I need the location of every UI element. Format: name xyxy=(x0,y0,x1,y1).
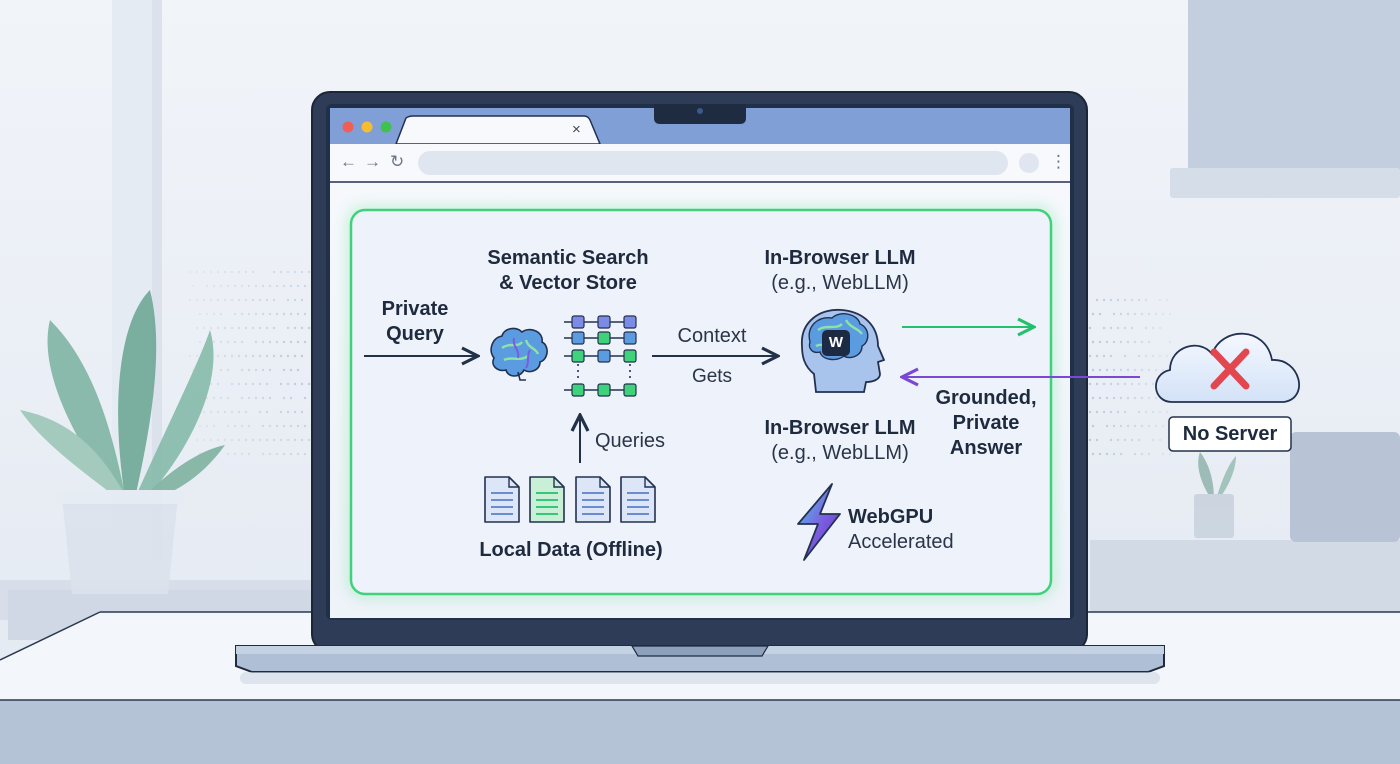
queries-label: Queries xyxy=(588,430,672,453)
window-minimize-dot[interactable] xyxy=(362,122,373,133)
vector-node xyxy=(572,384,584,396)
private-query-line-2: Query xyxy=(364,322,466,347)
reload-icon[interactable]: ↻ xyxy=(390,152,404,172)
semantic-search-line-2: & Vector Store xyxy=(468,271,668,296)
llm-bottom-example: (e.g., WebLLM) xyxy=(750,441,930,466)
vector-node xyxy=(624,384,636,396)
vector-node xyxy=(572,350,584,362)
vector-grid-icon xyxy=(564,316,636,396)
document-icon xyxy=(530,477,564,522)
document-icon xyxy=(621,477,655,522)
semantic-search-label: Semantic Search & Vector Store xyxy=(468,246,668,296)
answer-line-1: Grounded, xyxy=(928,386,1044,411)
private-query-label: Private Query xyxy=(364,297,466,347)
gets-label: Gets xyxy=(672,366,752,388)
back-cabinet-right xyxy=(1090,540,1400,620)
llm-top-label: In-Browser LLM (e.g., WebLLM) xyxy=(750,246,930,296)
wall-shelf-unit xyxy=(1188,0,1400,170)
document-icon xyxy=(576,477,610,522)
vector-node xyxy=(598,350,610,362)
menu-kebab-icon[interactable]: ⋮ xyxy=(1050,152,1067,172)
address-bar[interactable] xyxy=(418,151,1008,175)
llm-top-example: (e.g., WebLLM) xyxy=(750,271,930,296)
vector-node xyxy=(572,332,584,344)
vector-node xyxy=(598,332,610,344)
answer-label: Grounded, Private Answer xyxy=(928,386,1044,461)
webgpu-name: WebGPU xyxy=(848,505,954,530)
vector-node xyxy=(624,332,636,344)
semantic-search-line-1: Semantic Search xyxy=(468,246,668,271)
private-query-line-1: Private xyxy=(364,297,466,322)
vector-node xyxy=(624,316,636,328)
webgpu-detail: Accelerated xyxy=(848,530,954,555)
browser-tab[interactable] xyxy=(396,116,600,144)
profile-avatar[interactable] xyxy=(1019,153,1039,173)
local-data-label: Local Data (Offline) xyxy=(462,539,680,562)
llm-badge-letter: W xyxy=(822,334,850,351)
vector-node xyxy=(624,350,636,362)
window-maximize-dot[interactable] xyxy=(381,122,392,133)
forward-arrow-icon[interactable]: → xyxy=(364,152,381,172)
context-label: Context xyxy=(664,325,760,348)
vector-node xyxy=(572,316,584,328)
document-icon xyxy=(485,477,519,522)
llm-bottom-label: In-Browser LLM (e.g., WebLLM) xyxy=(750,416,930,466)
back-arrow-icon[interactable]: ← xyxy=(340,152,357,172)
llm-top-name: In-Browser LLM xyxy=(750,246,930,271)
webgpu-label: WebGPU Accelerated xyxy=(848,505,954,555)
answer-line-3: Answer xyxy=(928,436,1044,461)
vector-node xyxy=(598,316,610,328)
vector-node xyxy=(598,384,610,396)
tab-close-icon[interactable]: × xyxy=(572,121,581,138)
answer-line-2: Private xyxy=(928,411,1044,436)
window-close-dot[interactable] xyxy=(343,122,354,133)
llm-bottom-name: In-Browser LLM xyxy=(750,416,930,441)
desk-front xyxy=(0,700,1400,764)
no-server-label: No Server xyxy=(1169,423,1291,446)
